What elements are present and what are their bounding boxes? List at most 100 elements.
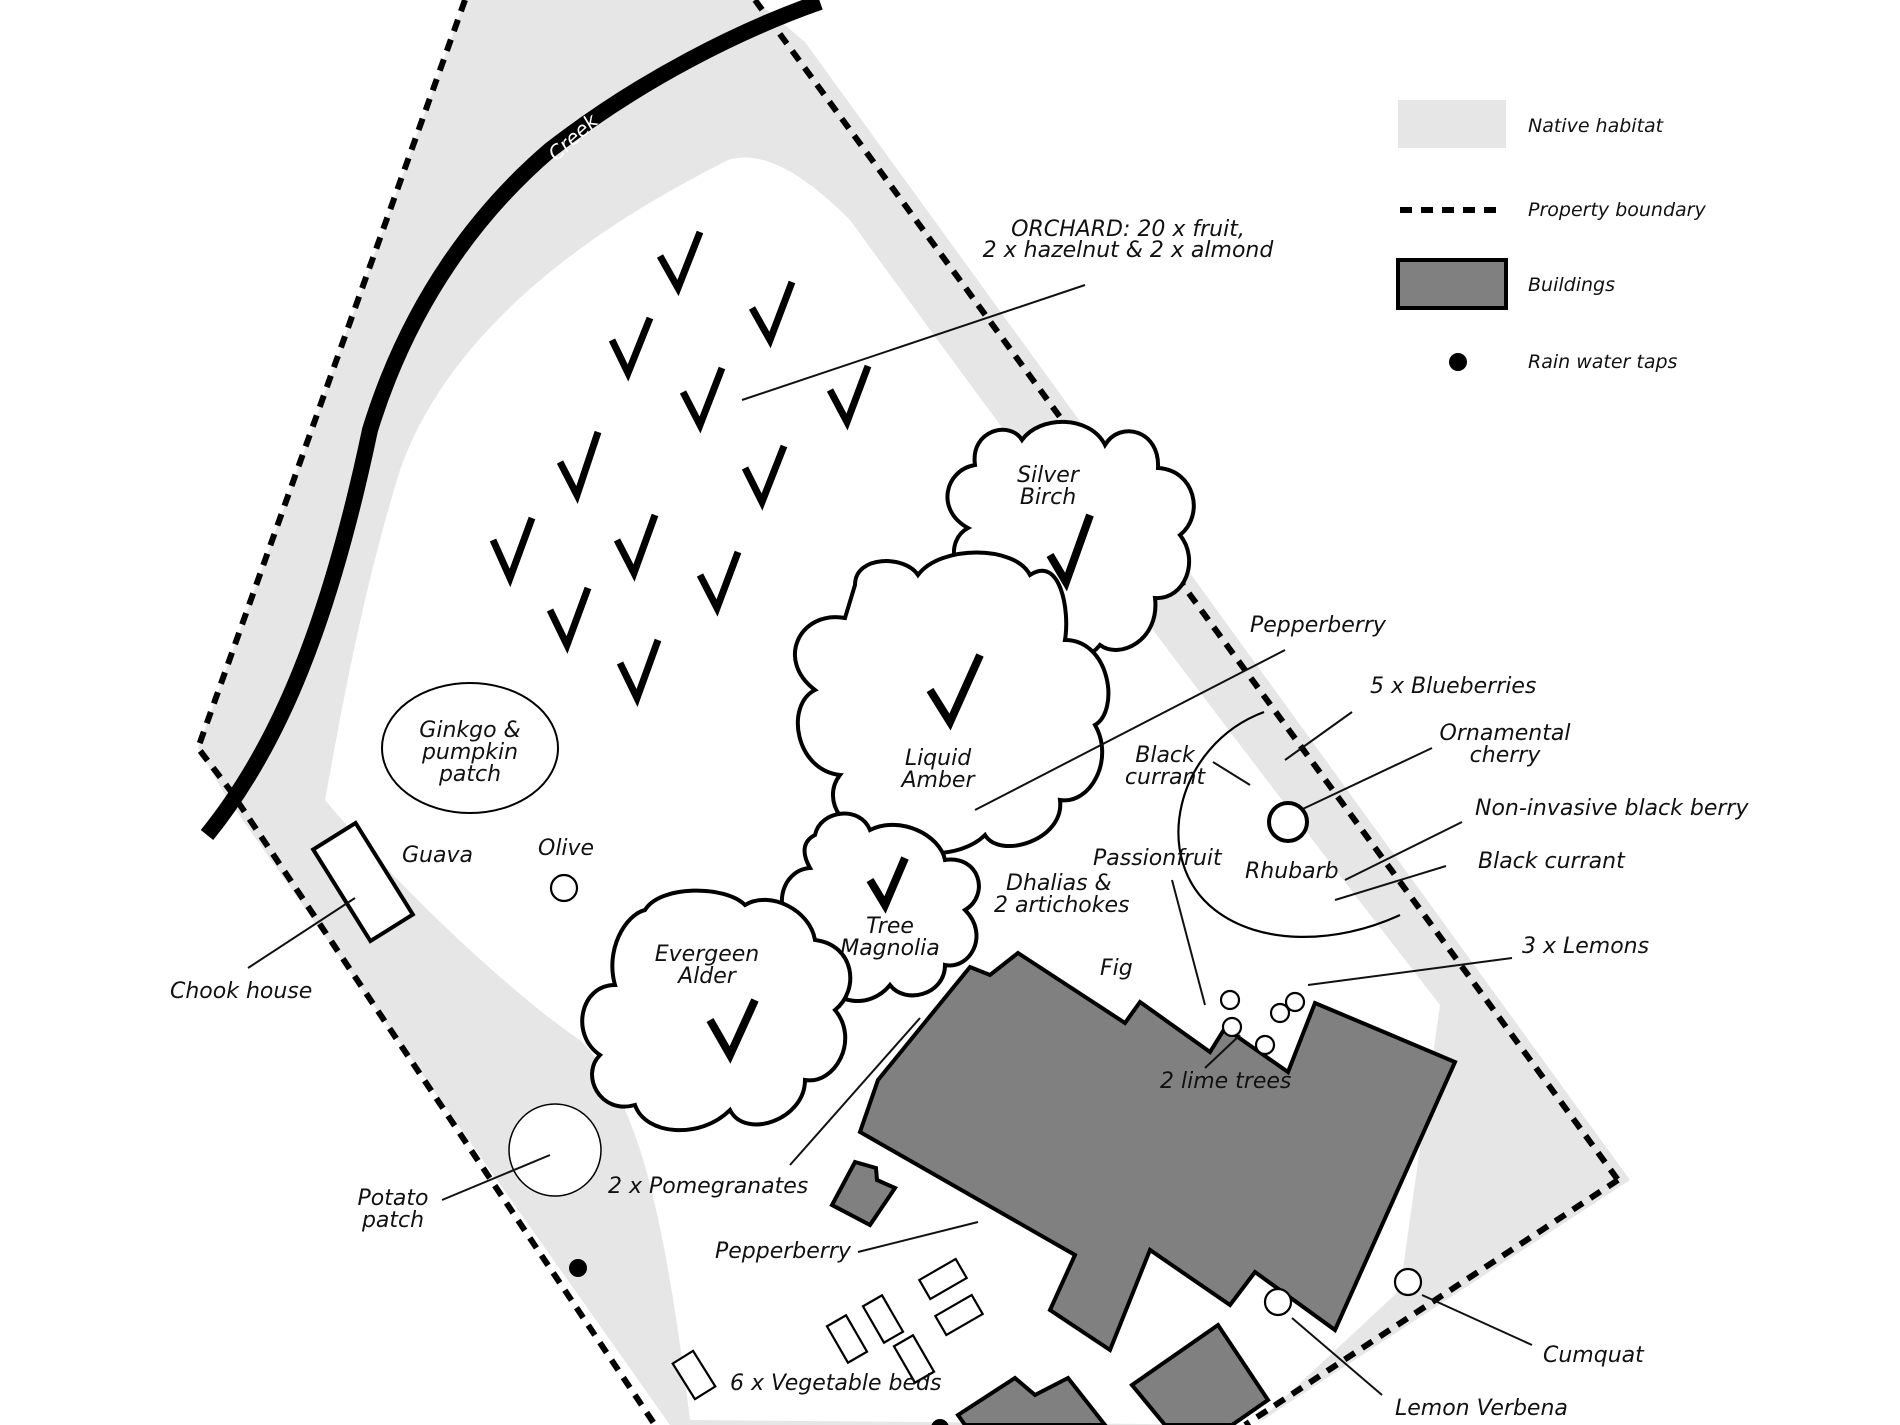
vegetable-beds-label: 6 x Vegetable beds (730, 1371, 941, 1396)
shed-building (955, 1375, 1108, 1425)
citrus-tree (1221, 1016, 1243, 1038)
liquid-amber-label: Amber (899, 768, 976, 793)
pepperberry-top-leader (974, 649, 1286, 811)
olive-tree (549, 873, 579, 903)
pepperberry-bottom-label: Pepperberry (715, 1239, 852, 1264)
black-berry-leader (1344, 821, 1463, 881)
orchard-tree-tick (613, 513, 659, 582)
legend-buildings-label: Buildings (1528, 274, 1615, 296)
ginkgo-pumpkin-patch (381, 682, 559, 814)
liquid-amber-label: Liquid (905, 746, 972, 771)
black-currant-left-label: Black (1135, 743, 1196, 768)
pomegranates-leader (789, 1017, 921, 1166)
dhalias-label: Dhalias & (1006, 871, 1112, 896)
property-boundary (194, 0, 658, 1425)
ginkgo-label: patch (438, 762, 501, 787)
citrus-tree (1269, 1002, 1291, 1024)
potato-label: Potato (358, 1186, 429, 1211)
rain-water-tap (569, 1259, 587, 1277)
potato-patch (508, 1103, 602, 1197)
cumquat-leader (1421, 1294, 1533, 1346)
passionfruit-leader (1171, 879, 1206, 1006)
legend-rain-water-tap-swatch (1449, 353, 1467, 371)
lime-trees-leader (1204, 1034, 1241, 1069)
tree-magnolia-label: Tree (866, 914, 914, 939)
legend: Native habitat Property boundary Buildin… (1396, 100, 1706, 373)
creek (200, 0, 823, 841)
orchard-label: ORCHARD: 20 x fruit, (1011, 217, 1245, 242)
lemon-verbena-leader (1291, 1317, 1383, 1396)
fig-label: Fig (1100, 956, 1133, 981)
citrus-tree (1254, 1034, 1276, 1056)
pepperberry-bottom-leader (857, 1221, 979, 1253)
legend-boundary-label: Property boundary (1528, 199, 1706, 221)
property-boundary-south (1243, 1177, 1620, 1425)
orchard-tree-tick (696, 550, 742, 617)
orchard-tree-tick (748, 280, 796, 349)
evergreen-alder-label: Alder (676, 964, 738, 989)
orchard-tree-tick (656, 230, 704, 297)
lemon-verbena-plant (1263, 1287, 1293, 1317)
legend-rain-water-taps-label: Rain water taps (1528, 351, 1678, 373)
orchard-tree-tick (679, 366, 726, 434)
citrus-tree (1284, 991, 1306, 1013)
orchard-tree-tick (608, 316, 654, 382)
cumquat-label: Cumquat (1543, 1343, 1645, 1368)
orchard-tree-tick (489, 516, 536, 588)
rhubarb-label: Rhubarb (1245, 859, 1339, 884)
property-boundary-east (752, 0, 1621, 1182)
non-invasive-black-berry-label: Non-invasive black berry (1475, 796, 1749, 821)
silver-birch-label: Birch (1020, 485, 1076, 510)
citrus-tree (1219, 989, 1241, 1011)
black-currant-right-label: Black currant (1478, 849, 1626, 874)
vegetable-bed (917, 1257, 969, 1301)
liquid-amber-canopy (793, 550, 1111, 856)
vegetable-bed (933, 1293, 985, 1337)
vegetable-bed (825, 1313, 869, 1365)
black-currant-right-leader (1334, 865, 1447, 901)
legend-native-habitat-label: Native habitat (1528, 115, 1665, 137)
olive-label: Olive (538, 836, 594, 861)
guava-label: Guava (402, 843, 473, 868)
orchard-leader (741, 284, 1086, 401)
blueberries-leader (1284, 711, 1353, 761)
chook-house-leader (247, 897, 356, 969)
ginkgo-label: pumpkin (421, 740, 518, 765)
orchard-trees (489, 230, 872, 707)
black-currant-left-leader (1212, 761, 1251, 786)
pomegranates-label: 2 x Pomegranates (608, 1174, 808, 1199)
tree-magnolia-label: Magnolia (840, 936, 940, 961)
blueberries-label: 5 x Blueberries (1370, 674, 1536, 699)
pepperberry-top-label: Pepperberry (1250, 613, 1387, 638)
ornamental-cherry-label: Ornamental (1440, 721, 1571, 746)
potato-label: patch (361, 1208, 424, 1233)
dhalias-label: 2 artichokes (994, 893, 1130, 918)
lemons-label: 3 x Lemons (1522, 934, 1649, 959)
lemon-verbena-label: Lemon Verbena (1395, 1396, 1568, 1421)
vegetable-beds (825, 1257, 985, 1385)
vegetable-bed (892, 1333, 936, 1385)
vegetable-bed (671, 1349, 717, 1401)
orchard-tree-tick (826, 364, 872, 431)
evergreen-alder-canopy (580, 888, 853, 1132)
orchard-tree-tick (741, 444, 788, 511)
silver-birch-tick (1046, 513, 1094, 592)
ginkgo-label: Ginkgo & (419, 718, 520, 743)
silver-birch-label: Silver (1017, 463, 1081, 488)
house-annex (829, 1159, 898, 1228)
orchard-tree-tick (546, 586, 592, 654)
orchard-label: 2 x hazelnut & 2 x almond (983, 238, 1275, 263)
legend-buildings-swatch (1396, 258, 1508, 310)
vegetable-bed (861, 1293, 905, 1345)
tree-magnolia-tick (866, 856, 909, 914)
black-currant-left-label: currant (1125, 765, 1207, 790)
legend-native-habitat-swatch (1398, 100, 1506, 148)
cumquat-tree (1393, 1267, 1423, 1297)
chook-house (310, 820, 416, 944)
lime-trees-label: 2 lime trees (1160, 1069, 1291, 1094)
garage-building (1129, 1322, 1271, 1425)
berry-garden-bed (1177, 710, 1401, 938)
ornamental-cherry-tree (1267, 801, 1309, 843)
